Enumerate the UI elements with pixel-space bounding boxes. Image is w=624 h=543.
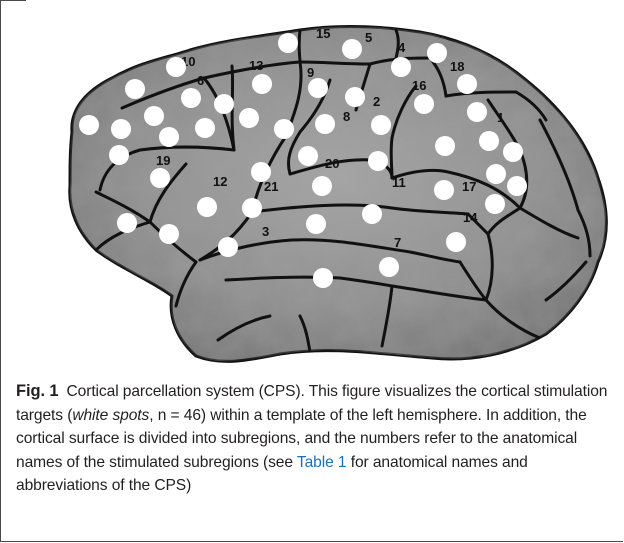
brain-figure: 10 15 5 4 18 13 9 6 16 2 8 1 19 20 12 21… [40,12,620,372]
stimulation-spot [342,39,362,59]
region-label: 17 [462,179,476,194]
stimulation-spot [485,194,505,214]
stimulation-spot [315,114,335,134]
stimulation-spot [274,119,294,139]
stimulation-spot [507,176,527,196]
region-label: 9 [307,65,314,80]
stimulation-spot [457,74,477,94]
frame-top-rule [0,0,26,1]
stimulation-spot [312,176,332,196]
stimulation-spot [362,204,382,224]
stimulation-spot [503,142,523,162]
region-label: 2 [373,94,380,109]
stimulation-spot [446,232,466,252]
region-label: 7 [394,235,401,250]
stimulation-spot [150,168,170,188]
stimulation-spot [479,131,499,151]
region-label: 19 [156,153,170,168]
region-label: 3 [262,224,269,239]
stimulation-spot [434,180,454,200]
stimulation-spot [242,198,262,218]
stimulation-spot [111,119,131,139]
stimulation-spot [306,214,326,234]
region-label: 5 [365,30,372,45]
region-label: 15 [316,26,330,41]
stimulation-spot [79,115,99,135]
region-label: 11 [392,175,406,190]
stimulation-spot [435,136,455,156]
stimulation-spot [252,74,272,94]
stimulation-spot [298,146,318,166]
region-label: 21 [264,179,278,194]
stimulation-spot [214,94,234,114]
figure-label: Fig. 1 [16,382,59,400]
stimulation-spot [109,145,129,165]
stimulation-spot [251,162,271,182]
stimulation-spot [414,94,434,114]
table-reference-link[interactable]: Table 1 [297,454,347,471]
region-label: 14 [463,210,478,225]
stimulation-spot [125,79,145,99]
region-label: 4 [398,40,406,55]
stimulation-spot [159,127,179,147]
stimulation-spot [239,108,259,128]
stimulation-spot [345,87,365,107]
stimulation-spot [427,43,447,63]
stimulation-spot [181,88,201,108]
stimulation-spot [159,224,179,244]
stimulation-spot [371,115,391,135]
stimulation-spot [166,57,186,77]
stimulation-spot [278,33,298,53]
stimulation-spot [379,257,399,277]
caption-italic-text: white spots [72,407,149,424]
stimulation-spot [368,151,388,171]
stimulation-spot [391,57,411,77]
region-label: 12 [213,174,227,189]
region-label: 18 [450,59,464,74]
stimulation-spot [218,237,238,257]
stimulation-spot [195,118,215,138]
stimulation-spot [486,164,506,184]
stimulation-spot [197,197,217,217]
stimulation-spot [144,106,164,126]
stimulation-spot [467,102,487,122]
region-label: 6 [197,73,204,88]
region-label: 8 [343,109,350,124]
stimulation-spot [308,78,328,98]
stimulation-spot [117,213,137,233]
stimulation-spot [313,268,333,288]
region-label: 1 [497,110,504,125]
region-label: 13 [249,58,263,73]
region-label: 20 [325,156,339,171]
region-label: 16 [412,78,426,93]
